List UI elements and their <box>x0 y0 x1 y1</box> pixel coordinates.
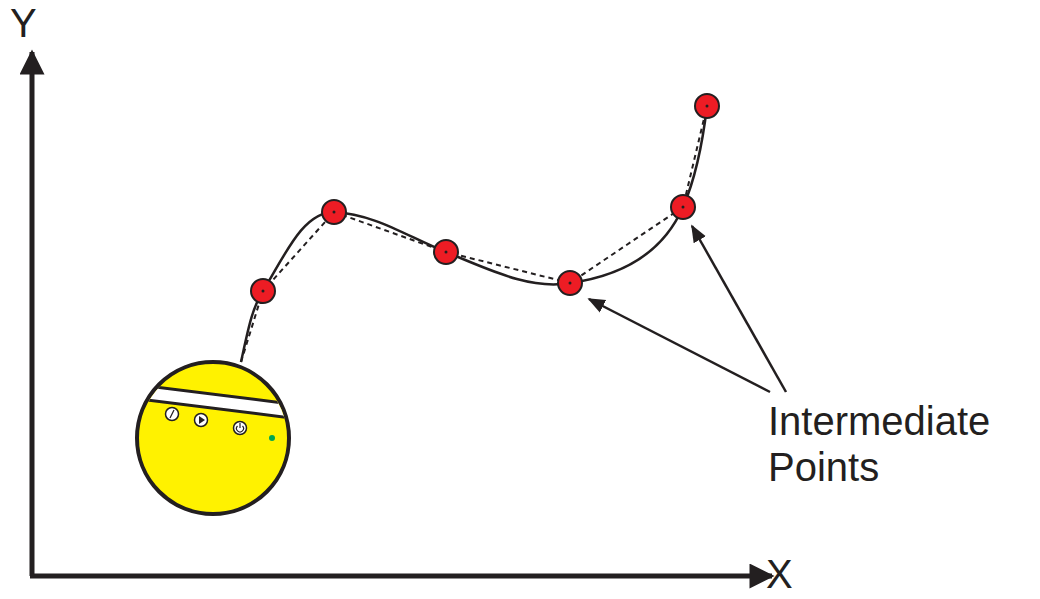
x-axis <box>30 574 772 579</box>
callout-label: Intermediate Points <box>768 398 1030 490</box>
leader-arrow <box>589 299 770 392</box>
y-axis <box>30 52 35 576</box>
axis-label: X <box>766 551 793 597</box>
robot <box>130 362 300 514</box>
leader-arrow <box>692 226 786 392</box>
waypoints <box>251 94 719 303</box>
axis-label: Y <box>10 0 37 46</box>
waypoint-centers <box>262 105 709 293</box>
